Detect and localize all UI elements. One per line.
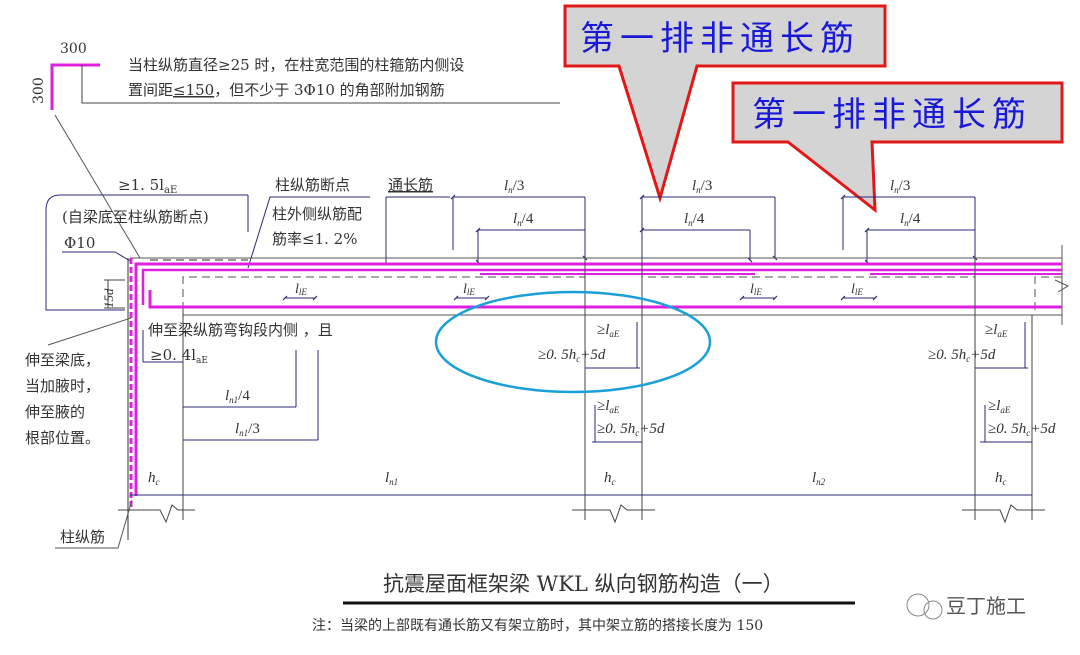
callout-bubble [563,4,887,204]
svg-text:≥laE: ≥laE [985,322,1008,339]
label-15d: 15d [101,288,116,308]
svg-text:≥0. 5hc+5d: ≥0. 5hc+5d [538,347,606,364]
wechat-icon [906,593,930,617]
svg-text:≥0. 5hc+5d: ≥0. 5hc+5d [597,421,665,438]
watermark: 豆丁施工 [906,593,1026,620]
upper-dimensions [45,195,975,311]
diagram-title: 抗震屋面框架梁 WKL 纵向钢筋构造（一） [383,572,784,596]
label-through-bar: 通长筋 [388,176,433,194]
svg-text:≥laE: ≥laE [988,398,1011,415]
column-lines [47,258,1045,549]
label-hc: hc [148,470,160,487]
leader-line [81,65,560,104]
label-col-bar: 柱纵筋 [60,528,105,546]
svg-text:≥laE: ≥laE [597,398,620,415]
callout-text: 第一排非通长筋 [580,19,860,59]
break-symbol-icon [1054,279,1070,293]
dim-side-300: 300 [31,77,47,104]
svg-text:llE: llE [851,282,863,297]
leader-line [54,114,141,259]
label-ln-3: ln/3 [504,178,524,195]
label-ln1-3: ln1/3 [235,421,260,438]
ln-fraction-labels: ln/3 ln/4 ln/3 ln/4 ln/3 ln/4 [504,178,921,228]
svg-text:≥0. 5hc+5d: ≥0. 5hc+5d [928,347,996,364]
highlight-ellipse [434,290,712,394]
label-ln-3: ln/3 [692,178,712,195]
callout-text: 第一排非通长筋 [752,95,1032,135]
label-ln-4: ln/4 [900,211,921,228]
beam: llE llE llE llE 15d [101,245,1070,540]
label-ln1-4: ln1/4 [225,388,250,405]
anchorage-labels: ≥laE ≥0. 5hc+5d ≥laE ≥0. 5hc+5d ≥laE ≥0.… [538,322,1056,438]
corner-note-line2: 置间距≤150，但不少于 3Φ10 的角部附加钢筋 [128,81,445,99]
svg-text:伸至腋的: 伸至腋的 [25,403,85,421]
label-ln2: ln2 [812,470,826,487]
callout-2: 第一排非通长筋 [731,81,1064,214]
label-1-5-lae: ≥1. 5laE [118,176,177,196]
callout-1: 第一排非通长筋 [563,4,887,204]
diagram-note: 注：当梁的上部既有通长筋又有架立筋时，其中架立筋的搭接长度为 150 [312,617,763,634]
label-outer-ratio-2: 筋率≤1. 2% [272,230,357,248]
label-hc: hc [604,470,616,487]
label-ln-4: ln/4 [513,211,534,228]
svg-text:llE: llE [750,282,762,297]
label-hc: hc [995,470,1007,487]
svg-text:≥laE: ≥laE [597,322,620,339]
left-note: 伸至梁底， 当加腋时， 伸至腋的 根部位置。 [25,351,100,447]
callout-bubble [731,81,1064,214]
corner-bar-icon [50,63,100,110]
corner-note-line1: 当柱纵筋直径≥25 时，在柱宽范围的柱箍筋内侧设 [128,56,464,74]
svg-text:llE: llE [463,282,475,297]
label-0-4-lae: ≥0. 4laE [150,346,208,366]
svg-text:当加腋时，: 当加腋时， [25,377,100,395]
label-outer-ratio-1: 柱外侧纵筋配 [272,205,362,223]
label-ln-3: ln/3 [890,178,910,195]
label-hook-note: 伸至梁纵筋弯钩段内侧 ，且 [148,321,333,339]
label-phi10: Φ10 [64,234,95,252]
label-col-bar-cutoff: 柱纵筋断点 [275,176,350,194]
svg-text:≥0. 5hc+5d: ≥0. 5hc+5d [988,421,1056,438]
svg-text:豆丁施工: 豆丁施工 [946,594,1026,618]
dim-top-300: 300 [60,41,87,57]
svg-text:llE: llE [295,282,307,297]
label-ln-4: ln/4 [684,211,705,228]
svg-text:伸至梁底，: 伸至梁底， [25,351,100,369]
label-from-beam-bottom: (自梁底至柱纵筋断点) [62,208,209,226]
label-ln1: ln1 [385,470,398,487]
corner-detail: 300 300 当柱纵筋直径≥25 时，在柱宽范围的柱箍筋内侧设 置间距≤150… [31,41,560,259]
svg-text:根部位置。: 根部位置。 [25,429,100,447]
